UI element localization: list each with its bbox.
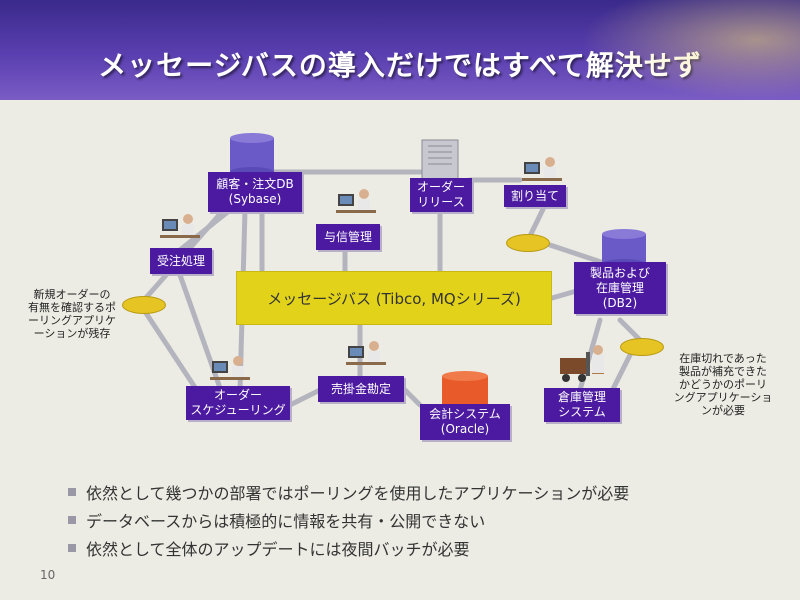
node-label: オーダー [213,388,262,402]
note-line: ーションが残存 [33,327,111,340]
line-leftoval-scheduling [141,307,203,398]
node-label: (DB2) [602,295,638,310]
node-order-processing: 受注処理 [150,248,212,274]
node-label: (Oracle) [440,422,490,436]
note-line: 製品が補充できた [679,365,767,378]
node-credit-management: 与信管理 [316,224,380,250]
polling-oval-right [620,338,664,356]
note-line: 有無を確認するポ [28,301,116,314]
person-at-computer-icon [210,356,250,380]
node-label: 倉庫管理 [557,390,606,404]
node-label: 売掛金勘定 [330,381,391,396]
node-customer-order-db: 顧客・注文DB (Sybase) [208,172,302,212]
person-at-computer-icon [522,157,562,181]
note-line: 新規オーダーの [33,288,111,301]
node-accounts-receivable: 売掛金勘定 [318,376,404,402]
node-label: 顧客・注文DB [216,177,294,191]
note-line: 在庫切れであった [679,352,767,365]
polling-oval-left [122,296,166,314]
bullet-text: 依然として幾つかの部署ではポーリングを使用したアプリケーションが必要 [86,484,630,503]
node-label: スケジューリング [190,403,286,417]
note-left-polling: 新規オーダーの 有無を確認するポ ーリングアプリケ ーションが残存 [22,288,122,340]
bullet-item: データベースからは積極的に情報を共有・公開できない [68,506,629,534]
bullet-item: 依然として全体のアップデートには夜間バッチが必要 [68,534,629,562]
title-banner: メッセージバスの導入だけではすべて解決せず [0,0,800,100]
node-products-inventory: 製品および 在庫管理 (DB2) [574,262,666,314]
node-order-release: オーダー リリース [410,178,472,212]
node-label: 割り当て [510,188,559,203]
bullet-list: 依然として幾つかの部署ではポーリングを使用したアプリケーションが必要 データベー… [68,478,629,562]
person-icon [592,345,604,373]
node-label: システム [558,405,606,419]
bullet-square-icon [68,544,76,552]
note-line: ングアプリケーショ [673,391,773,404]
node-label: 与信管理 [323,229,372,244]
node-label: 受注処理 [156,253,205,268]
note-line: ンが必要 [701,404,745,417]
person-at-computer-icon [336,189,376,213]
node-label: 在庫管理 [595,280,644,295]
note-line: ーリングアプリケ [28,314,116,327]
bullet-item: 依然として幾つかの部署ではポーリングを使用したアプリケーションが必要 [68,478,629,506]
bullet-square-icon [68,516,76,524]
polling-oval-allocation [506,234,550,252]
message-bus: メッセージバス (Tibco, MQシリーズ) [236,271,552,325]
line-allocation-oval [527,202,548,239]
server-tower-icon [421,139,459,183]
node-allocation: 割り当て [504,185,566,207]
node-order-scheduling: オーダー スケジューリング [186,386,290,420]
note-line: かどうかのポーリ [679,378,767,391]
node-label: 会計システム [429,407,501,421]
person-at-computer-icon [346,341,386,365]
node-label: オーダー [416,180,465,194]
node-label: 製品および [589,265,650,280]
page-number: 10 [40,568,56,582]
node-label: リリース [417,195,465,209]
line-scheduling-receivables [287,387,323,408]
person-at-computer-icon [160,214,200,238]
bullet-square-icon [68,488,76,496]
bullet-text: データベースからは積極的に情報を共有・公開できない [86,512,486,531]
line-receivables-accounting [402,387,423,408]
bullet-text: 依然として全体のアップデートには夜間バッチが必要 [86,540,470,559]
node-accounting-system: 会計システム (Oracle) [420,404,510,440]
node-warehouse-management: 倉庫管理 システム [544,388,620,422]
note-right-polling: 在庫切れであった 製品が補充できた かどうかのポーリ ングアプリケーショ ンが必… [668,352,778,417]
node-label: (Sybase) [228,192,282,206]
line-oval-products [547,242,613,268]
line-products-rightoval [617,317,643,343]
message-bus-label: メッセージバス (Tibco, MQシリーズ) [267,289,521,308]
